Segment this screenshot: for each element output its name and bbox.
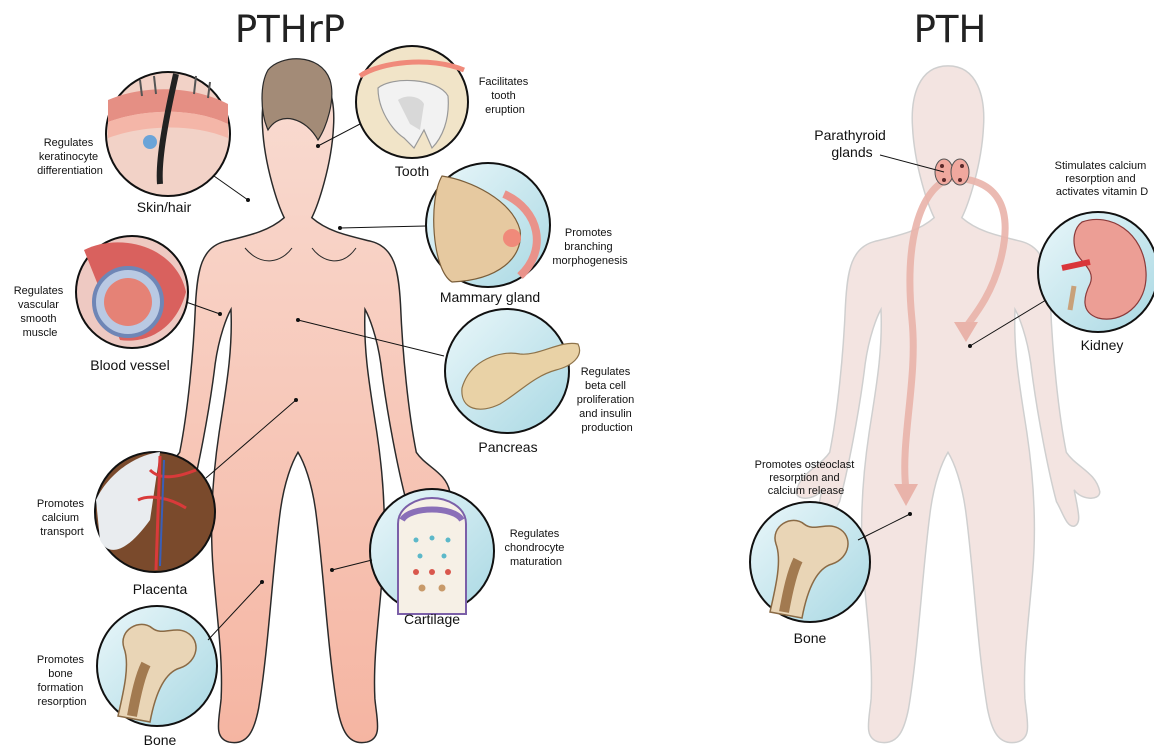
cartilage-circle (370, 489, 494, 614)
kidney-circle (1038, 212, 1154, 332)
pancreas-circle (445, 309, 580, 433)
tooth-circle (356, 46, 468, 158)
mammary-gland-label: Mammary gland (440, 289, 540, 305)
pancreas-label: Pancreas (478, 439, 537, 455)
pthrp-title: PTHrP (235, 8, 345, 51)
bone-desc-left: Promotes bone formation resorption (37, 654, 87, 708)
bone-label-right: Bone (794, 630, 827, 646)
cartilage-desc: Regulates chondrocyte maturation (505, 528, 568, 568)
bone-label-left: Bone (144, 732, 177, 748)
tooth-desc: Facilitates tooth eruption (479, 76, 532, 116)
skin-hair-desc: Regulates keratinocyte differentiation (37, 137, 103, 177)
bone-circle-right (750, 502, 870, 622)
tooth-label: Tooth (395, 163, 429, 179)
kidney-desc: Stimulates calcium resorption and activa… (1055, 160, 1150, 198)
blood-vessel-circle (76, 236, 188, 348)
cartilage-label: Cartilage (404, 611, 460, 627)
placenta-label: Placenta (133, 581, 188, 597)
placenta-circle (95, 452, 215, 572)
pancreas-desc: Regulates beta cell proliferation and in… (577, 366, 638, 434)
mammary-gland-desc: Promotes branching morphogenesis (552, 227, 628, 267)
mammary-gland-circle (426, 163, 550, 287)
blood-vessel-label: Blood vessel (90, 357, 169, 373)
parathyroid-label: Parathyroid glands (814, 127, 889, 160)
blood-vessel-desc: Regulates vascular smooth muscle (14, 285, 67, 339)
placenta-desc: Promotes calcium transport (37, 498, 87, 538)
skin-hair-circle (106, 72, 230, 196)
skin-hair-label: Skin/hair (137, 199, 192, 215)
bone-desc-right: Promotes osteoclast resorption and calci… (755, 459, 858, 497)
pth-title: PTH (914, 8, 987, 51)
kidney-label: Kidney (1081, 337, 1124, 353)
bone-circle-left (97, 606, 217, 726)
